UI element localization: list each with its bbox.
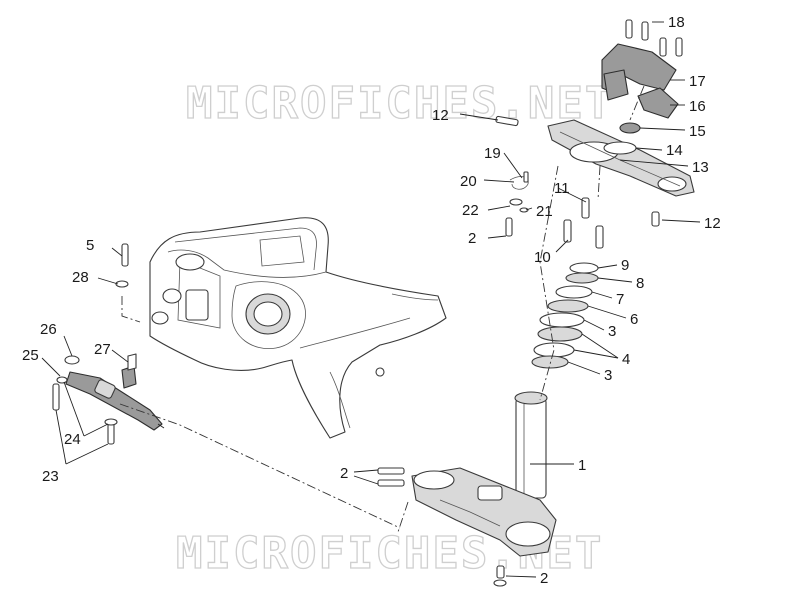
callout-22: 22 xyxy=(462,202,479,219)
watermark-top: MICROFICHES.NET xyxy=(186,78,613,129)
callout-13: 13 xyxy=(692,159,709,176)
steering-stem-part xyxy=(514,391,548,499)
callout-labels: 18 17 16 15 14 13 12 12 19 20 11 22 21 2… xyxy=(22,14,721,587)
assembly-lines xyxy=(119,85,645,533)
callout-25: 25 xyxy=(22,347,39,364)
leader-lines xyxy=(41,21,701,578)
callout-19: 19 xyxy=(484,145,501,162)
callout-15: 15 xyxy=(689,123,706,140)
lower-triple-clamp-part xyxy=(411,467,557,557)
callout-2-bottom: 2 xyxy=(540,570,548,587)
callout-21: 21 xyxy=(536,203,553,220)
callout-9: 9 xyxy=(621,257,629,274)
callout-12-top: 12 xyxy=(432,107,449,124)
callout-3-upper: 3 xyxy=(608,323,616,340)
callout-14: 14 xyxy=(666,142,683,159)
callout-18: 18 xyxy=(668,14,685,31)
pinch-bolts-part xyxy=(505,197,604,249)
callout-6: 6 xyxy=(630,311,638,328)
callout-26: 26 xyxy=(40,321,57,338)
callout-2-upper: 2 xyxy=(468,230,476,247)
callout-11: 11 xyxy=(554,180,570,197)
callout-2-middle: 2 xyxy=(340,465,348,482)
clamp-bolts-part xyxy=(495,19,683,227)
callout-5: 5 xyxy=(86,237,94,254)
callout-12-right: 12 xyxy=(704,215,721,232)
callout-24: 24 xyxy=(64,431,81,448)
callout-10: 10 xyxy=(534,249,551,266)
callout-20: 20 xyxy=(460,173,477,190)
callout-23: 23 xyxy=(42,468,59,485)
damper-bolts-part xyxy=(52,243,129,445)
callout-1: 1 xyxy=(578,457,586,474)
center-nut-part xyxy=(603,122,641,155)
stem-bolts-part xyxy=(377,467,507,587)
damper-bracket-part xyxy=(121,353,137,389)
frame-part xyxy=(149,217,447,439)
callout-8: 8 xyxy=(636,275,644,292)
callout-4: 4 xyxy=(622,351,630,368)
callout-16: 16 xyxy=(689,98,706,115)
callout-27: 27 xyxy=(94,341,111,358)
callout-7: 7 xyxy=(616,291,624,308)
handlebar-clamps-part xyxy=(601,43,679,119)
callout-28: 28 xyxy=(72,269,89,286)
callout-17: 17 xyxy=(689,73,706,90)
spring-clip-part xyxy=(509,171,529,213)
callout-3-lower: 3 xyxy=(604,367,612,384)
